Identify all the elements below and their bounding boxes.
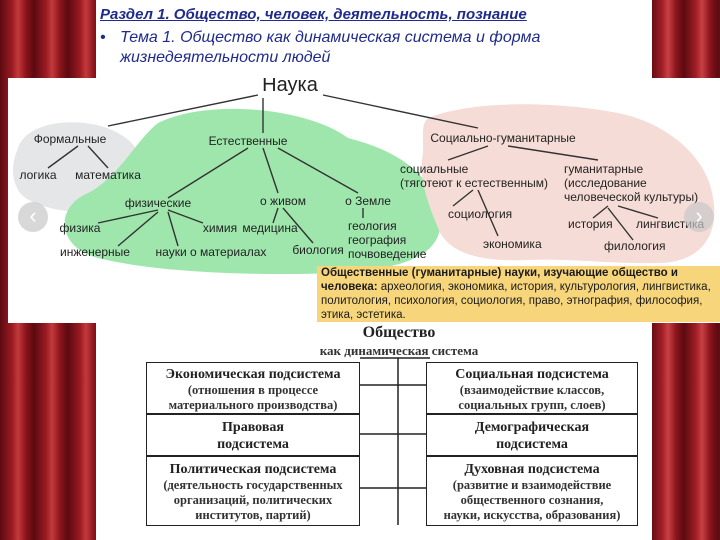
spiritual-desc-1: (развитие и взаимодействие — [452, 478, 612, 492]
node-geography: география — [348, 233, 406, 247]
economic-desc-2: материального производства) — [168, 398, 338, 412]
social-blob — [421, 104, 715, 264]
spiritual-desc-3: науки, искусства, образования) — [443, 508, 621, 522]
humanities-note: Общественные (гуманитарные) науки, изуча… — [317, 266, 720, 322]
political-desc-1: (деятельность государственных — [163, 478, 343, 492]
legal-title-1: Правовая — [222, 420, 284, 435]
node-history: история — [568, 217, 613, 231]
legal-subsystem: Правовая подсистема — [146, 414, 360, 456]
social-subsystem: Социальная подсистема (взаимодействие кл… — [426, 362, 638, 414]
node-biology: биология — [292, 243, 343, 257]
node-root: Наука — [262, 78, 319, 96]
political-title: Политическая подсистема — [169, 462, 337, 477]
humanities-line2-bold: человека: — [321, 281, 378, 293]
humanities-line4: этика, эстетика. — [321, 309, 406, 321]
legal-title-2: подсистема — [217, 437, 289, 452]
node-logic: логика — [19, 168, 56, 182]
political-desc-3: институтов, партий) — [195, 508, 311, 522]
economic-desc-1: (отношения в процессе — [187, 383, 319, 397]
node-natural: Естественные — [209, 134, 288, 148]
humanities-line2: археология, экономика, история, культуро… — [377, 281, 711, 293]
node-physics: физика — [60, 221, 101, 235]
topic-text: Тема 1. Общество как динамическая систем… — [120, 29, 541, 66]
node-geology: геология — [348, 219, 397, 233]
chevron-left-icon: ‹ — [29, 203, 37, 228]
prev-slide-button[interactable]: ‹ — [18, 202, 48, 232]
node-living: о живом — [260, 194, 306, 208]
node-economics: экономика — [483, 237, 542, 251]
economic-subsystem: Экономическая подсистема (отношения в пр… — [146, 362, 360, 414]
node-sociology: социология — [448, 207, 512, 221]
demographic-title-2: подсистема — [496, 437, 568, 452]
economic-title: Экономическая подсистема — [165, 367, 341, 382]
social-desc-1: (взаимодействие классов, — [459, 383, 605, 397]
node-physical: физические — [125, 196, 192, 210]
bullet-icon: • — [100, 29, 106, 46]
demographic-title-1: Демографическая — [474, 420, 590, 435]
node-social: социальные — [400, 162, 469, 176]
node-social-note: (тяготеют к естественным) — [400, 176, 548, 190]
node-soil: почвоведение — [348, 247, 427, 261]
node-earth: о Земле — [345, 194, 391, 208]
spiritual-subsystem: Духовная подсистема (развитие и взаимоде… — [426, 456, 638, 526]
node-formal: Формальные — [34, 132, 107, 146]
topic-bullet-item: • Тема 1. Общество как динамическая сист… — [100, 28, 620, 68]
node-chemistry: химия — [203, 221, 237, 235]
next-slide-button[interactable]: › — [684, 202, 714, 232]
node-philology: филология — [604, 239, 666, 253]
node-humanitarian-note-1: (исследование — [564, 176, 647, 190]
node-humanitarian: гуманитарные — [564, 162, 643, 176]
node-humanitarian-note-2: человеческой культуры) — [564, 190, 698, 204]
spiritual-title: Духовная подсистема — [464, 462, 600, 477]
social-desc-2: социальных групп, слоев) — [458, 398, 606, 412]
node-math: математика — [75, 168, 141, 182]
social-title: Социальная подсистема — [455, 367, 609, 382]
political-desc-2: организаций, политических — [173, 493, 333, 507]
humanities-line1: Общественные (гуманитарные) науки, изуча… — [321, 267, 678, 279]
node-medicine: медицина — [242, 221, 298, 235]
spiritual-desc-2: общественного сознания, — [460, 493, 604, 507]
society-subtitle: как динамическая система — [319, 343, 479, 358]
society-title: Общество — [362, 324, 436, 341]
humanities-line3: политология, психология, социология, пра… — [321, 295, 703, 307]
section-title: Раздел 1. Общество, человек, деятельност… — [100, 6, 527, 23]
demographic-subsystem: Демографическая подсистема — [426, 414, 638, 456]
political-subsystem: Политическая подсистема (деятельность го… — [146, 456, 360, 526]
node-engineering: инженерные — [60, 245, 130, 259]
node-materials: науки о материалах — [156, 245, 267, 259]
node-social-humanitarian: Социально-гуманитарные — [430, 131, 576, 145]
chevron-right-icon: › — [695, 203, 703, 228]
natural-blob — [64, 108, 441, 275]
